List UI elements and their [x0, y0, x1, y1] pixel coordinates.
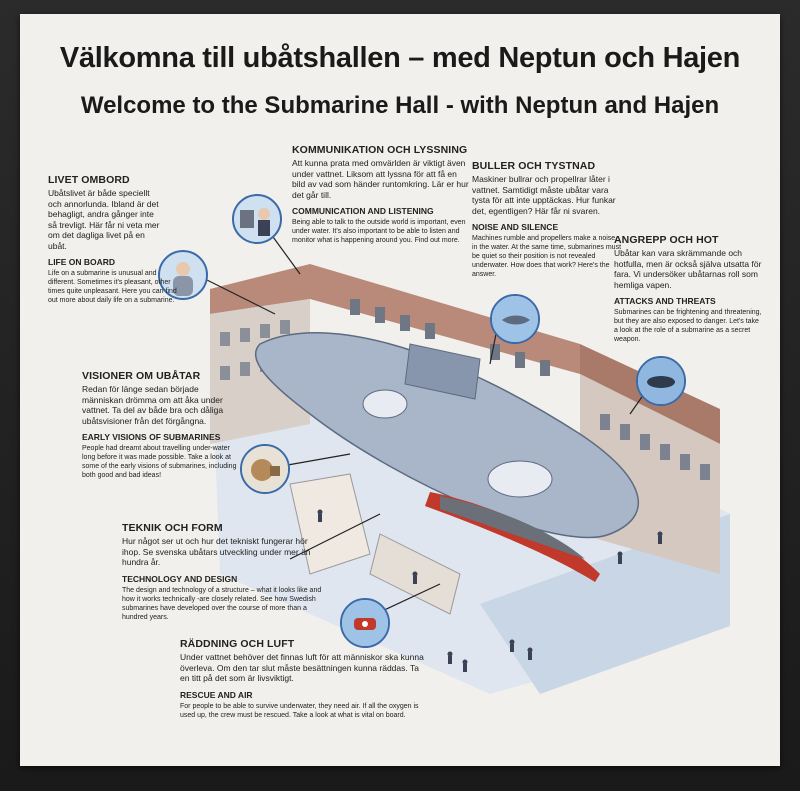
life-on-board-vignette — [158, 250, 208, 300]
rescue-vignette — [340, 598, 390, 648]
noise-vignette — [490, 294, 540, 344]
heading-sv: BULLER OCH TYSTNAD — [472, 160, 596, 172]
heading-sv: RÄDDNING OCH LUFT — [180, 638, 295, 650]
info-panel: Välkomna till ubåtshallen – med Neptun o… — [20, 14, 780, 766]
text-en: People had dreamt about travelling under… — [82, 445, 237, 479]
text-en: The design and technology of a structure… — [122, 586, 322, 621]
section-rescue: RÄDDNING OCH LUFT Under vattnet behöver … — [180, 638, 430, 720]
heading-sv: TEKNIK OCH FORM — [122, 522, 223, 534]
text-sv: Hur något ser ut och hur det tekniskt fu… — [122, 536, 311, 567]
text-sv: Maskiner bullrar och propellrar låter i … — [472, 174, 616, 216]
section-attacks: ANGREPP OCH HOT Ubåtar kan vara skrämman… — [614, 234, 762, 344]
heading-en: LIFE ON BOARD — [48, 257, 116, 267]
text-sv: Ubåtslivet är både speciellt och annorlu… — [48, 188, 160, 251]
text-sv: Under vattnet behöver det finnas luft fö… — [180, 652, 424, 683]
heading-en: EARLY VISIONS OF SUBMARINES — [82, 432, 221, 442]
attacks-vignette — [636, 356, 686, 406]
text-en: Life on a submarine is unusual and diffe… — [48, 270, 177, 304]
text-en: Machines rumble and propellers make a no… — [472, 235, 622, 278]
section-life-on-board: LIVET OMBORD Ubåtslivet är både speciell… — [48, 174, 177, 305]
text-en: Submarines can be frightening and threat… — [614, 309, 762, 343]
section-technology: TEKNIK OCH FORM Hur något ser ut och hur… — [122, 522, 321, 622]
text-sv: Att kunna prata med omvärlden är viktigt… — [292, 158, 469, 200]
title-swedish: Välkomna till ubåtshallen – med Neptun o… — [59, 42, 741, 74]
section-communication: KOMMUNIKATION OCH LYSSNING Att kunna pra… — [292, 144, 470, 245]
text-sv: Redan för länge sedan började människan … — [82, 384, 224, 426]
communication-vignette — [232, 194, 282, 244]
text-sv: Ubåtar kan vara skrämmande och hotfulla,… — [614, 248, 762, 290]
section-visions: VISIONER OM UBÅTAR Redan för länge sedan… — [82, 370, 240, 480]
heading-sv: KOMMUNIKATION OCH LYSSNING — [292, 144, 468, 156]
text-en: For people to be able to survive underwa… — [180, 702, 419, 719]
heading-en: COMMUNICATION AND LISTENING — [292, 206, 434, 216]
early-visions-vignette — [240, 444, 290, 494]
heading-sv: VISIONER OM UBÅTAR — [82, 370, 201, 382]
heading-sv: ANGREPP OCH HOT — [614, 234, 719, 246]
heading-sv: LIVET OMBORD — [48, 174, 130, 186]
title-english: Welcome to the Submarine Hall - with Nep… — [80, 92, 720, 119]
heading-en: TECHNOLOGY AND DESIGN — [122, 573, 238, 584]
section-noise: BULLER OCH TYSTNAD Maskiner bullrar och … — [472, 160, 622, 279]
heading-en: ATTACKS AND THREATS — [614, 296, 716, 306]
heading-en: NOISE AND SILENCE — [472, 222, 559, 232]
heading-en: RESCUE AND AIR — [180, 689, 253, 700]
text-en: Being able to talk to the outside world … — [292, 219, 466, 244]
